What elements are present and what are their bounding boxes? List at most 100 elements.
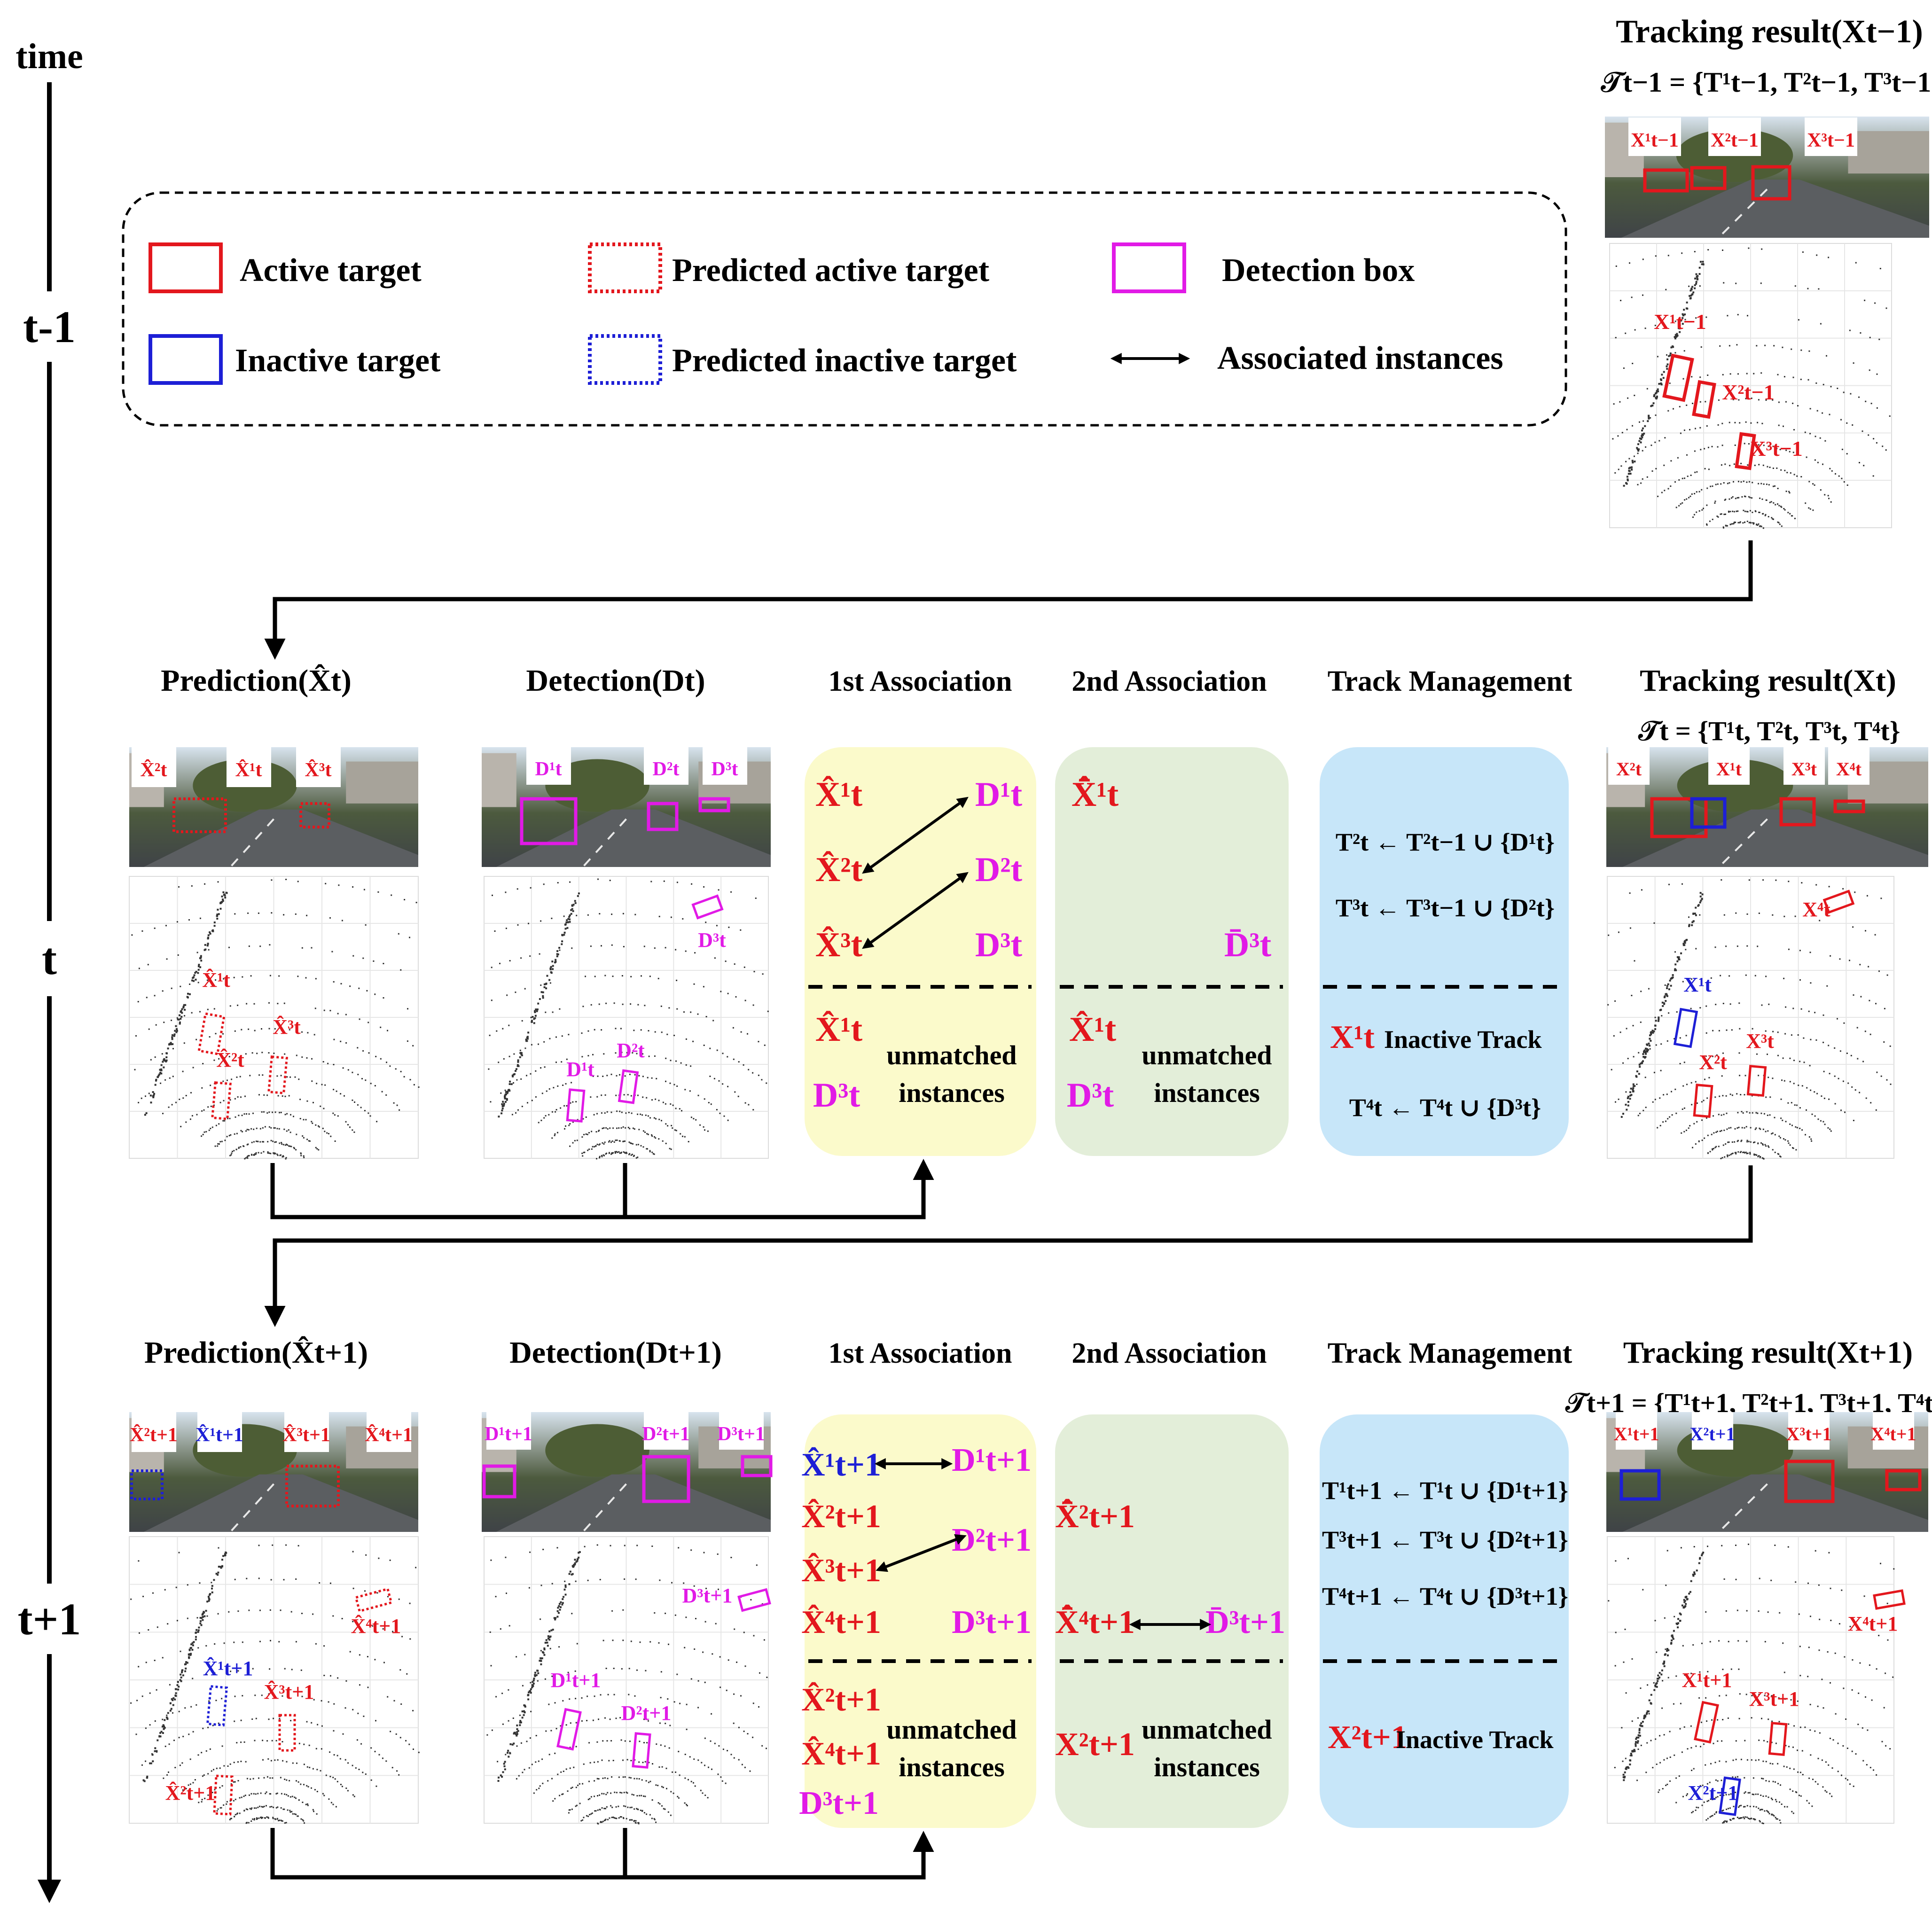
cam-tag-bg [1783,747,1825,785]
bbox [1690,797,1727,829]
panel-2nd-association [1055,747,1289,1156]
column-header: Tracking result(Xt) [1640,664,1896,698]
cam-tag-bg [197,1412,242,1452]
bev-label: X̂¹t+1 [203,1657,253,1680]
column-header: 2nd Association [1072,665,1267,697]
cam-label: X̂¹t+1 [196,1424,243,1446]
bev-label: D²t+1 [621,1702,672,1725]
assoc-detection: D³t+1 [952,1604,1032,1640]
bev-label: D³t [698,929,726,952]
bbox [278,1714,296,1752]
bbox [647,802,679,831]
panel-track-management [1320,747,1569,1156]
bbox [1822,890,1855,914]
column-header: Track Management [1328,1337,1572,1369]
cam-label: X̂²t+1 [130,1424,178,1446]
bbox [267,1055,288,1094]
cam-label: X²t+1 [1690,1423,1736,1445]
legend-swatch-dotted-blue [588,334,662,385]
second-assoc-candidate: D̄³t+1 [1205,1604,1285,1640]
bev-label: X²t+1 [1688,1781,1738,1804]
association-arrow-icon [862,796,969,874]
assoc-detection: D²t+1 [952,1522,1032,1558]
bbox [642,1455,690,1503]
column-header: Prediction(X̂t) [161,664,352,698]
bbox [632,1732,651,1769]
assoc-candidate: X̂³t+1 [801,1553,881,1589]
bev-image-result-t-1 [1609,243,1892,529]
assoc-candidate: X̂¹t [815,775,863,814]
flow-arrow-to-association [270,1828,934,1880]
bbox [741,1455,773,1477]
legend-box [122,191,1567,427]
assoc-detection: D¹t+1 [952,1442,1032,1478]
bev-label: X²t−1 [1722,380,1775,404]
cam-tag-bg [1828,747,1869,785]
cam-label: X¹t+1 [1614,1423,1659,1445]
bbox [556,1708,582,1751]
legend-swatch-dotted-red [588,242,662,293]
track-update-rule: T³t ← T³t−1 ∪ {D²t} [1336,894,1555,922]
bbox [618,1069,639,1104]
cam-tag-bg [1805,117,1857,156]
bbox [285,1465,340,1507]
bev-label: D¹t+1 [551,1669,601,1692]
cam-label: D²t [653,758,680,780]
bev-label: X³t−1 [1750,437,1803,461]
unmatched-caption: unmatched [886,1040,1017,1070]
bbox [1694,1701,1719,1744]
bev-label: X²t [1699,1051,1727,1074]
unmatched-instance: D³t [813,1076,860,1115]
assoc-detection: D²t [975,851,1023,889]
unmatched-instance: X̂⁴t+1 [801,1736,881,1772]
bbox [698,797,730,812]
second-assoc-candidate: D̄³t [1224,926,1272,964]
bbox [1719,1776,1741,1816]
unmatched-caption: unmatched [1142,1040,1272,1070]
bbox [1779,797,1816,827]
cam-tag-bg [719,1412,764,1450]
flow-arrow-t-1-to-t [264,540,1753,660]
cam-label: D³t [712,758,738,780]
bbox [1692,380,1716,419]
bbox [1650,797,1708,838]
assoc-candidate: X̂²t+1 [801,1499,881,1535]
cam-label: X̂³t+1 [282,1424,330,1446]
legend-label: Detection box [1222,252,1415,289]
inactive-track-caption: Inactive Track [1396,1726,1553,1754]
assoc-detection: D¹t [975,775,1023,814]
bbox [1643,168,1689,193]
cam-tag-bg [1708,117,1761,156]
result-set-t-1: 𝒯t−1 = {T¹t−1, T²t−1, T³t−1} [1601,67,1932,98]
column-header: 1st Association [829,1337,1012,1369]
unmatched-instance: X̂¹t [1069,1010,1117,1049]
cam-label: X⁴t+1 [1871,1423,1916,1445]
cam-tag-bg [296,747,341,787]
column-header: 1st Association [829,665,1012,697]
bbox [1768,1722,1788,1756]
column-header: Tracking result(Xt+1) [1623,1335,1913,1370]
bev-image-detection [484,876,769,1160]
cam-label: X̂²t [141,759,167,781]
bbox [1693,1084,1713,1118]
flow-arrow-to-association [270,1159,934,1219]
bev-image-prediction [129,1536,420,1824]
bbox [130,1469,164,1500]
cam-label: X̂⁴t+1 [365,1424,413,1446]
track-birth-rule: T⁴t ← T⁴t ∪ {D³t} [1349,1093,1541,1122]
track-update-rule: T⁴t+1 ← T⁴t ∪ {D³t+1} [1322,1582,1568,1610]
bev-label: X¹t+1 [1682,1669,1732,1692]
unmatched-instance: X̂¹t [815,1010,863,1049]
inactive-track-id: X²t+1 [1328,1719,1408,1756]
unmatched-instance: X²t+1 [1055,1726,1135,1763]
result-title-t-1: Tracking result(Xt−1) [1616,14,1923,50]
bbox [691,894,724,920]
bbox [737,1588,771,1612]
column-header: Detection(Dt) [526,664,705,698]
cam-label: X̂¹t [235,759,262,781]
cam-tag-bg [1608,747,1650,785]
track-update-rule: T¹t+1 ← T¹t ∪ {D¹t+1} [1322,1476,1568,1505]
cam-tag-bg [284,1412,329,1452]
bev-label: D³t+1 [682,1584,733,1607]
